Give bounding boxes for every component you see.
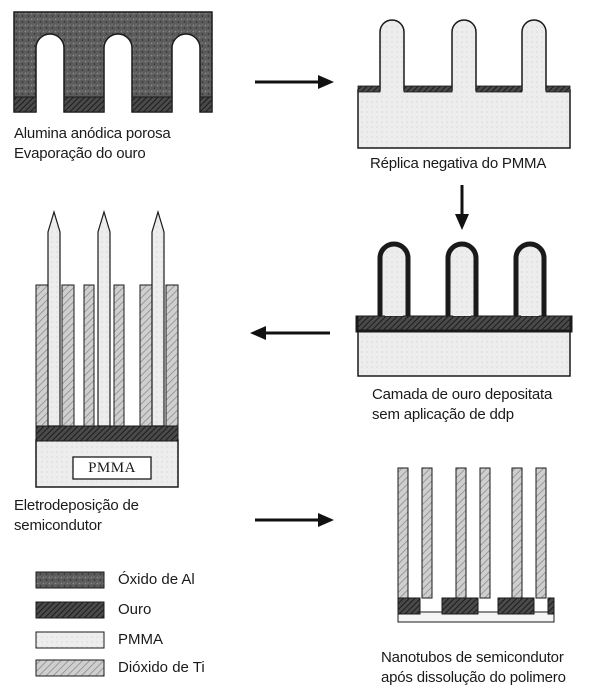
arrow-down [455,185,469,230]
step2-pmma-replica [357,19,571,149]
step4-electrodeposition [35,209,179,488]
step5-nanotubes [397,467,555,623]
legend-label-alumina: Óxido de Al [118,571,195,588]
legend-swatch-tio2 [35,659,105,677]
step1-caption: Alumina anódica porosa Evaporação do our… [14,124,171,164]
step5-caption: Nanotubos de semicondutor após dissoluçã… [381,648,566,688]
legend-label-pmma: PMMA [118,631,163,648]
step4-box-label: PMMA [73,458,151,478]
step3-caption-line1: Camada de ouro depositata [372,386,553,403]
legend-swatch-pmma [35,631,105,649]
arrow-right-2 [255,513,334,527]
pmma-box-text: PMMA [88,460,136,476]
legend-label-gold: Ouro [118,601,152,618]
step2-caption: Réplica negativa do PMMA [370,154,546,174]
step4-caption: Eletrodeposição de semicondutor [14,496,139,536]
arrow-right-1 [255,75,334,89]
step3-caption-line2: sem aplicação de ddp [372,406,514,423]
legend-label-tio2: Dióxido de Ti [118,659,205,676]
step3-gold-layer [355,241,573,377]
legend-swatch-alumina [35,571,105,589]
step1-caption-line1: Alumina anódica porosa [14,125,171,142]
step1-alumina-template [13,11,213,113]
step2-caption-line1: Réplica negativa do PMMA [370,155,547,172]
arrow-left [250,326,330,340]
legend-swatch-gold [35,601,105,619]
step1-caption-line2: Evaporação do ouro [14,145,146,162]
step3-caption: Camada de ouro depositata sem aplicação … [372,385,552,425]
step4-caption-line2: semicondutor [14,517,102,534]
legend-swatches [35,571,105,677]
step5-caption-line1: Nanotubos de semicondutor [381,649,564,666]
step5-caption-line2: após dissolução do polimero [381,669,566,686]
step4-caption-line1: Eletrodeposição de [14,497,139,514]
